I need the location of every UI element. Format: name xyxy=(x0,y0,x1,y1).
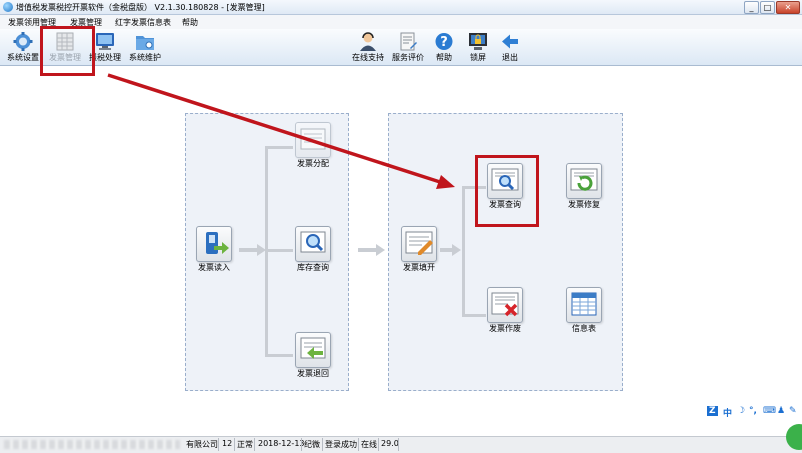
highlight-box-toolbar xyxy=(40,26,95,76)
connector-line xyxy=(462,186,465,316)
close-button[interactable]: ✕ xyxy=(776,1,800,14)
toolbar-label: 系统设置 xyxy=(7,53,39,62)
rating-icon xyxy=(400,32,417,51)
connector-arrow xyxy=(452,244,461,256)
exit-arrow-icon xyxy=(502,34,518,49)
inventory-query-node[interactable]: 库存查询 xyxy=(294,226,332,278)
highlight-box-query xyxy=(475,155,539,227)
toolbar-label: 退出 xyxy=(502,53,518,62)
node-label: 发票修复 xyxy=(568,200,600,209)
toolbar-label: 锁屏 xyxy=(470,53,486,62)
toolbar-label: 系统维护 xyxy=(129,53,161,62)
toolbar: 系统设置 发票管理 报税处理 系统维护 在线支持 xyxy=(0,29,802,66)
gear-icon xyxy=(13,32,33,51)
invoice-edit-icon xyxy=(405,231,433,255)
invoice-import-node[interactable]: 发票读入 xyxy=(195,226,233,278)
invoice-grid-icon xyxy=(56,32,74,51)
system-settings-button[interactable]: 系统设置 xyxy=(4,30,42,64)
connector-line xyxy=(440,248,456,252)
node-label: 发票退回 xyxy=(297,369,329,378)
status-number: 12 xyxy=(222,439,233,448)
keyboard-icon[interactable]: ⌨ xyxy=(763,406,776,416)
status-login: 登录成功 xyxy=(325,440,357,449)
status-company: 有限公司 xyxy=(186,440,218,449)
node-label: 发票填开 xyxy=(403,263,435,272)
toolbar-label: 服务评价 xyxy=(392,53,424,62)
toolbar-label: 帮助 xyxy=(436,53,452,62)
wrench-icon[interactable]: ✎ xyxy=(789,406,797,416)
help-icon: ? xyxy=(435,33,453,50)
invoice-return-node[interactable]: 发票退回 xyxy=(294,332,332,384)
title-bar: 增值税发票税控开票软件（金税盘版） V2.1.30.180828 - [发票管理… xyxy=(0,0,802,15)
connector-line xyxy=(265,146,293,149)
invoice-query-node[interactable]: 发票查询 xyxy=(486,163,524,215)
service-rating-button[interactable]: 服务评价 xyxy=(389,30,427,64)
toolbar-label: 在线支持 xyxy=(352,53,384,62)
system-maintenance-button[interactable]: 系统维护 xyxy=(126,30,164,64)
node-label: 发票读入 xyxy=(198,263,230,272)
ime-mode[interactable]: 中 xyxy=(723,409,733,419)
connector-line xyxy=(265,354,293,357)
floating-badge-icon[interactable] xyxy=(786,424,802,450)
punctuation-icon[interactable]: °, xyxy=(749,406,757,416)
maximize-button[interactable]: □ xyxy=(760,1,775,14)
toolbar-label: 报税处理 xyxy=(89,53,121,62)
menu-bar: 发票领用管理 发票管理 红字发票信息表 帮助 xyxy=(0,15,802,29)
node-label: 发票分配 xyxy=(297,159,329,168)
support-person-icon xyxy=(360,32,376,51)
minimize-button[interactable]: _ xyxy=(744,1,759,14)
invoice-fill-node[interactable]: 发票填开 xyxy=(400,226,438,278)
info-table-node[interactable]: 信息表 xyxy=(565,287,603,339)
window-title: 增值税发票税控开票软件（金税盘版） V2.1.30.180828 - [发票管理… xyxy=(16,3,265,12)
app-logo-icon xyxy=(3,2,13,12)
menu-help[interactable]: 帮助 xyxy=(182,18,198,27)
exit-button[interactable]: 退出 xyxy=(495,30,525,64)
user-icon[interactable]: ♟ xyxy=(777,406,786,416)
moon-icon[interactable]: ☽ xyxy=(737,406,746,416)
node-label: 发票查询 xyxy=(489,200,521,209)
toolbar-label: 发票管理 xyxy=(49,53,81,62)
status-state: 正常 xyxy=(237,440,253,449)
monitor-icon xyxy=(96,33,114,50)
connector-arrow xyxy=(257,244,266,256)
invoice-management-button[interactable]: 发票管理 xyxy=(45,30,85,64)
lock-screen-icon xyxy=(469,33,487,50)
import-icon xyxy=(206,232,229,254)
lock-screen-button[interactable]: 锁屏 xyxy=(462,30,494,64)
node-label: 信息表 xyxy=(572,324,596,333)
connector-line xyxy=(462,186,486,189)
repair-icon xyxy=(570,168,598,191)
node-label: 库存查询 xyxy=(297,263,329,272)
connector-line xyxy=(358,248,380,252)
status-version: 29.0 xyxy=(381,439,399,448)
tax-filing-button[interactable]: 报税处理 xyxy=(86,30,124,64)
connector-line xyxy=(462,314,486,317)
invoice-search-icon xyxy=(491,168,519,191)
connector-arrow xyxy=(376,244,385,256)
status-connection: 在线 xyxy=(361,440,377,449)
magnifier-icon xyxy=(300,231,326,253)
redacted-region xyxy=(4,440,180,449)
folder-icon xyxy=(136,36,154,50)
connector-line xyxy=(265,249,293,252)
status-bar: 有限公司 12 正常 2018-12-13 纪微 登录成功 在线 29.0 xyxy=(0,436,802,453)
ime-logo-icon: Z xyxy=(707,406,718,416)
void-x-icon xyxy=(491,292,519,317)
connector-line xyxy=(239,248,261,252)
node-label: 发票作废 xyxy=(489,324,521,333)
status-date: 2018-12-13 xyxy=(258,439,305,448)
return-arrow-icon xyxy=(300,337,326,359)
online-support-button[interactable]: 在线支持 xyxy=(349,30,387,64)
status-user: 纪微 xyxy=(304,440,320,449)
ime-toolbar[interactable]: Z 中 ☽ °, ⌨ ♟ ✎ xyxy=(707,406,799,419)
invoice-repair-node[interactable]: 发票修复 xyxy=(565,163,603,215)
help-button[interactable]: ? 帮助 xyxy=(428,30,460,64)
menu-invoice-management[interactable]: 发票管理 xyxy=(70,18,102,27)
menu-red-invoice-info[interactable]: 红字发票信息表 xyxy=(115,18,171,27)
table-icon xyxy=(571,292,597,316)
menu-invoice-acquisition[interactable]: 发票领用管理 xyxy=(8,18,56,27)
svg-text:?: ? xyxy=(440,35,448,50)
invoice-void-node[interactable]: 发票作废 xyxy=(486,287,524,339)
